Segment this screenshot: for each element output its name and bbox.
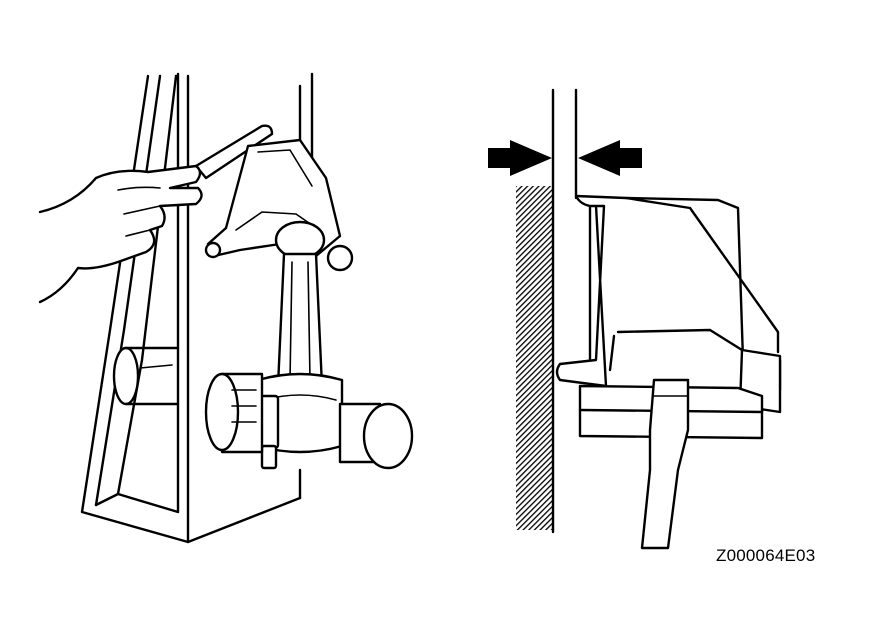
arrow-right-icon: [488, 140, 552, 176]
arrow-left-icon: [578, 140, 642, 176]
support-cylinder: [112, 346, 180, 406]
figure-code: Z000064E03: [716, 546, 816, 565]
hatched-surface: [516, 186, 553, 530]
clearance-detail: [488, 88, 782, 550]
gauge-body: [555, 194, 782, 414]
technician-hand: [38, 164, 203, 304]
arbor-pin: [204, 372, 414, 470]
alignment-bar: [194, 124, 274, 180]
rod-alignment-fixture: [38, 72, 414, 544]
rod-shank: [640, 378, 690, 550]
